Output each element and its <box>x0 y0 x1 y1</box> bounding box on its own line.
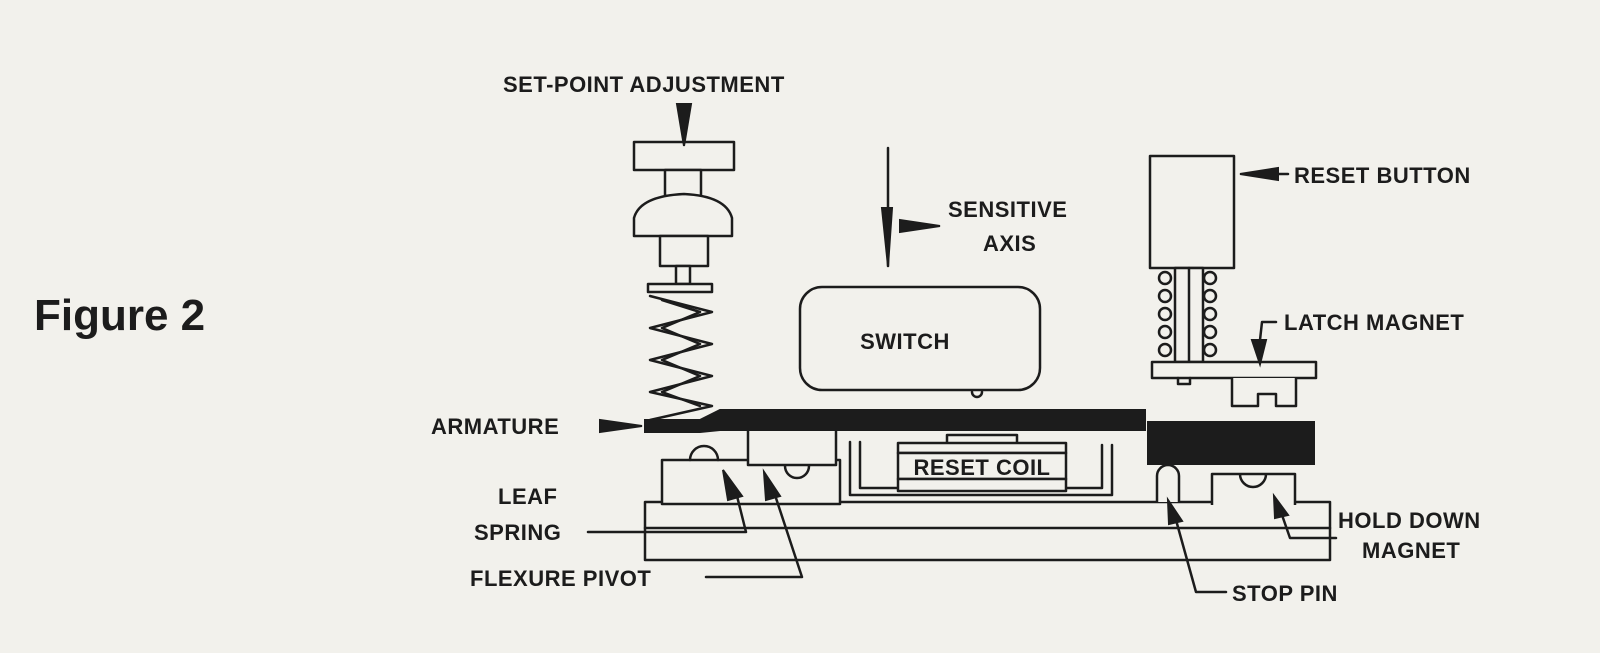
reset-coil-label: RESET COIL <box>913 455 1050 480</box>
label-sensitive: SENSITIVE <box>948 197 1067 222</box>
label-flexure-pivot: FLEXURE PIVOT <box>470 566 651 591</box>
stop-pin <box>1155 463 1181 502</box>
switch-label: SWITCH <box>860 329 950 354</box>
label-axis: AXIS <box>983 231 1036 256</box>
label-reset-button: RESET BUTTON <box>1294 163 1471 188</box>
label-stop-pin: STOP PIN <box>1232 581 1338 606</box>
armature <box>644 409 1315 465</box>
latch-magnet <box>1150 360 1318 408</box>
label-spring: SPRING <box>474 520 561 545</box>
reset-button-spring <box>1157 270 1218 358</box>
label-magnet: MAGNET <box>1362 538 1460 563</box>
pivot-block <box>660 423 842 506</box>
label-leaf: LEAF <box>498 484 557 509</box>
reset-button <box>1148 154 1236 364</box>
base-plate <box>643 500 1332 562</box>
spring <box>648 294 714 422</box>
label-latch-magnet: LATCH MAGNET <box>1284 310 1464 335</box>
label-hold-down: HOLD DOWN <box>1338 508 1481 533</box>
hold-down-magnet <box>1210 472 1297 505</box>
label-armature: ARMATURE <box>431 414 559 439</box>
figure-label: Figure 2 <box>34 291 205 340</box>
set-point-adjustment <box>632 140 736 294</box>
leader-arrows <box>586 103 1338 594</box>
sensitive-axis-arrow <box>880 146 941 268</box>
reset-coil: RESET COIL <box>896 433 1068 493</box>
switch: SWITCH <box>798 285 1042 399</box>
label-set-point-adjustment: SET-POINT ADJUSTMENT <box>503 72 785 97</box>
